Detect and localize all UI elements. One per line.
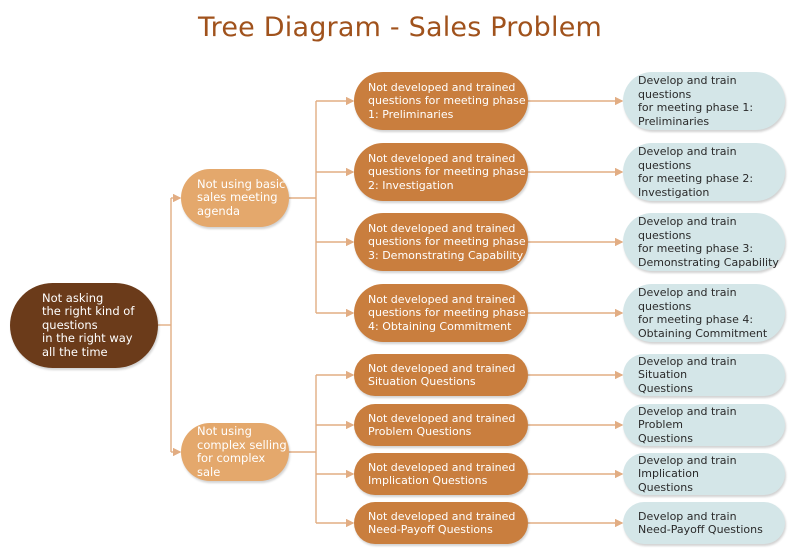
solution-label: Develop and train Need-Payoff Questions (638, 509, 763, 537)
solution-node[interactable]: Develop and train questions for meeting … (623, 72, 785, 130)
branch-node-meeting-agenda[interactable]: Not using basic sales meeting agenda (181, 169, 289, 227)
problem-label: Not developed and trained Implication Qu… (368, 460, 516, 488)
problem-label: Not developed and trained questions for … (368, 221, 526, 262)
branch-label: Not using basic sales meeting agenda (197, 176, 286, 218)
solution-node[interactable]: Develop and train Implication Questions (623, 453, 785, 495)
solution-node[interactable]: Develop and train questions for meeting … (623, 143, 785, 201)
root-node[interactable]: Not asking the right kind of questions i… (10, 283, 158, 368)
problem-node[interactable]: Not developed and trained questions for … (354, 72, 528, 130)
solution-label: Develop and train questions for meeting … (638, 286, 768, 340)
diagram-title: Tree Diagram - Sales Problem (197, 12, 603, 43)
problem-node[interactable]: Not developed and trained Situation Ques… (354, 354, 528, 396)
branch-node-complex-selling[interactable]: Not using complex selling for complex sa… (181, 423, 289, 481)
solution-label: Develop and train Situation Questions (638, 354, 737, 395)
problem-node[interactable]: Not developed and trained Problem Questi… (354, 404, 528, 446)
problem-node[interactable]: Not developed and trained questions for … (354, 284, 528, 342)
solution-node[interactable]: Develop and train questions for meeting … (623, 213, 785, 271)
problem-label: Not developed and trained Problem Questi… (368, 411, 516, 439)
problem-node[interactable]: Not developed and trained Need-Payoff Qu… (354, 502, 528, 544)
root-label: Not asking the right kind of questions i… (42, 290, 135, 359)
solution-node[interactable]: Develop and train questions for meeting … (623, 284, 785, 342)
solution-label: Develop and train questions for meeting … (638, 215, 779, 269)
solution-node[interactable]: Develop and train Need-Payoff Questions (623, 502, 785, 544)
problem-node[interactable]: Not developed and trained Implication Qu… (354, 453, 528, 495)
branch-label: Not using complex selling for complex sa… (197, 424, 287, 479)
solution-label: Develop and train questions for meeting … (638, 145, 754, 199)
solution-label: Develop and train questions for meeting … (638, 74, 754, 128)
problem-label: Not developed and trained questions for … (368, 151, 526, 192)
problem-label: Not developed and trained questions for … (368, 80, 526, 121)
solution-label: Develop and train Problem Questions (638, 404, 737, 445)
solution-node[interactable]: Develop and train Situation Questions (623, 354, 785, 396)
solution-node[interactable]: Develop and train Problem Questions (623, 404, 785, 446)
problem-label: Not developed and trained questions for … (368, 292, 526, 333)
problem-label: Not developed and trained Situation Ques… (368, 361, 516, 389)
solution-label: Develop and train Implication Questions (638, 453, 737, 494)
problem-node[interactable]: Not developed and trained questions for … (354, 213, 528, 271)
problem-label: Not developed and trained Need-Payoff Qu… (368, 509, 516, 537)
problem-node[interactable]: Not developed and trained questions for … (354, 143, 528, 201)
